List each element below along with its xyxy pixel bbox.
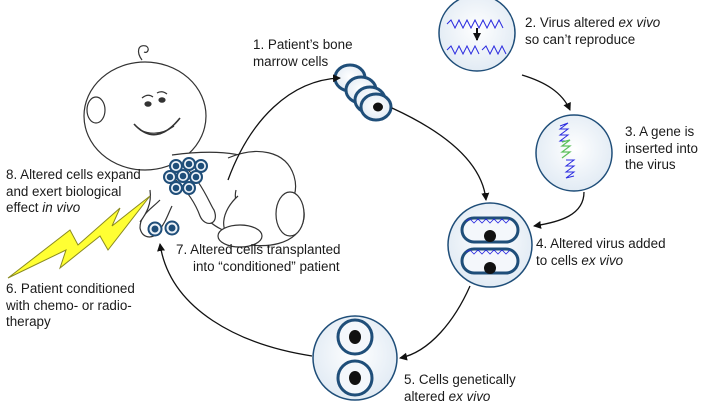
step-3-line-3: the virus: [625, 157, 676, 172]
step-7-line-1: 7. Altered cells transplanted: [176, 242, 341, 257]
step-6-label: 6. Patient conditioned with chemo- or ra…: [6, 281, 135, 331]
step-2-label: 2. Virus altered ex vivo so can’t reprod…: [525, 15, 660, 48]
virus-added-cells-icon: [447, 202, 533, 288]
step-3-line-2: inserted into: [625, 140, 698, 156]
step-6-line-2: with chemo- or radio-: [6, 297, 132, 313]
step-8-line-3-pre: effect: [6, 200, 43, 215]
step-3-label: 3. A gene is inserted into the virus: [625, 124, 698, 174]
virus-altered-icon: [438, 0, 516, 72]
step-2-line-2: so can’t reproduce: [525, 31, 636, 47]
step-1-line-1: 1. Patient’s bone: [253, 37, 353, 52]
step-8-line-2: and exert biological: [6, 183, 122, 199]
step-6-line-1: 6. Patient conditioned: [6, 281, 135, 296]
step-1-label: 1. Patient’s bone marrow cells: [253, 37, 353, 70]
arrow-4-to-5: [399, 285, 471, 361]
step-6-line-3: therapy: [6, 314, 51, 329]
step-8-line-1: 8. Altered cells expand: [6, 167, 141, 182]
step-1-line-2: marrow cells: [253, 53, 329, 69]
step-4-label: 4. Altered virus added to cells ex vivo: [536, 236, 666, 269]
step-4-line-2-pre: to cells: [536, 252, 582, 268]
step-4-line-2-em: ex vivo: [581, 252, 624, 268]
step-4-line-1: 4. Altered virus added: [536, 236, 666, 251]
step-8-line-3-em: in vivo: [42, 200, 81, 215]
baby-figure: [83, 45, 305, 248]
arrow-7-to-1: [227, 74, 341, 181]
gene-insert-icon: [535, 114, 613, 192]
arrow-5-to-7: [157, 243, 313, 357]
transplanted-cells: [147, 220, 180, 237]
step-5-label: 5. Cells genetically altered ex vivo: [404, 372, 516, 405]
arrow-2-to-3: [521, 74, 571, 111]
altered-cells-icon: [312, 315, 398, 401]
arrow-1-to-4: [391, 107, 490, 201]
step-7-line-2: into “conditioned” patient: [193, 258, 340, 274]
step-5-line-2-pre: altered: [404, 388, 449, 404]
lightning-bolt-icon: [7, 195, 151, 279]
step-3-line-1: 3. A gene is: [625, 124, 695, 139]
arrow-3-to-4: [533, 191, 585, 229]
marrow-cells-icon: [333, 63, 393, 122]
cycle-arrows: [157, 74, 585, 361]
step-7-label: 7. Altered cells transplanted into “cond…: [176, 242, 341, 275]
step-2-line-1-pre: 2. Virus altered: [525, 15, 619, 30]
step-2-line-1-em: ex vivo: [618, 15, 661, 30]
baby-head: [83, 61, 207, 171]
altered-cell-cluster: [163, 157, 208, 195]
step-5-line-2-em: ex vivo: [448, 388, 491, 404]
step-5-line-1: 5. Cells genetically: [404, 372, 516, 387]
step-8-label: 8. Altered cells expand and exert biolog…: [6, 167, 141, 217]
